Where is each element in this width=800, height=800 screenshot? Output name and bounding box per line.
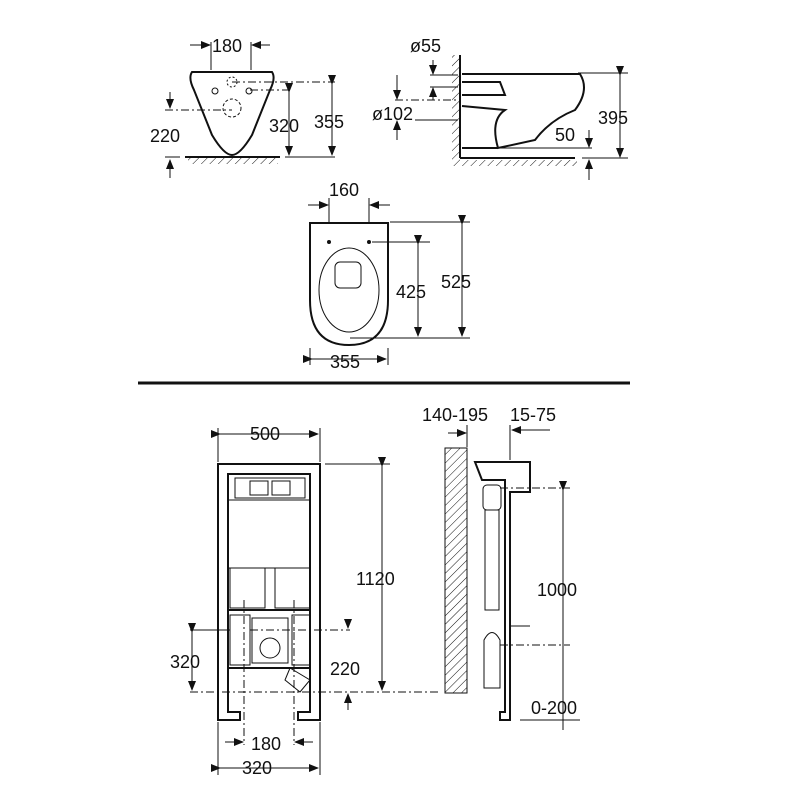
dim-top-width: 355: [330, 352, 360, 372]
dim-outlet-diameter: ø102: [372, 104, 413, 124]
dim-frame-outlet-height: 220: [330, 659, 360, 679]
dim-wall-depth: 140-195: [422, 405, 488, 425]
wc-top-view: 160 425 525 355: [303, 180, 471, 372]
wc-front-view: 180 220 320 355: [150, 36, 344, 178]
frame-front-view: 500 1120 320 220 180 320: [170, 424, 440, 778]
dim-side-frame-height: 1000: [537, 580, 577, 600]
dim-foot-spacing: 320: [242, 758, 272, 778]
dim-foot-adjust: 0-200: [531, 698, 577, 718]
dim-frame-bolt-height: 320: [170, 652, 200, 672]
dim-hole-length: 425: [396, 282, 426, 302]
dim-side-height: 395: [598, 108, 628, 128]
dim-width-holes: 180: [212, 36, 242, 56]
dim-outlet-spacing: 180: [251, 734, 281, 754]
dim-frame-height: 1120: [356, 569, 395, 589]
dim-inlet-diameter: ø55: [410, 36, 441, 56]
dim-top-width-holes: 160: [329, 180, 359, 200]
frame-side-view: 140-195 15-75 1000 0-200: [422, 405, 580, 730]
wc-side-view: ø55 ø102 50 395: [372, 36, 628, 180]
dim-top-length: 525: [441, 272, 471, 292]
dim-offset: 15-75: [510, 405, 556, 425]
dim-outlet-height: 220: [150, 126, 180, 146]
dim-top-height: 355: [314, 112, 344, 132]
dim-bolt-height: 320: [269, 116, 299, 136]
dim-frame-width: 500: [250, 424, 280, 444]
dim-bottom-gap: 50: [555, 125, 575, 145]
